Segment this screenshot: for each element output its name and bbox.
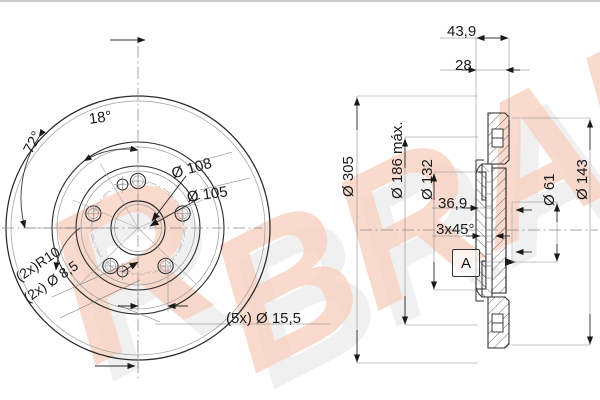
angle-18: 18° [87, 107, 113, 128]
width-36-9: 36,9 [438, 195, 468, 212]
chamfer-3x45: 3x45° [436, 221, 475, 238]
dia-5x-15-5: (5x) Ø 15,5 [226, 310, 302, 327]
dia-132: Ø 132 [419, 159, 436, 200]
dia-61: Ø 61 [541, 173, 558, 206]
section-view-dimensions [353, 34, 594, 364]
front-view-geometry [2, 46, 271, 382]
front-view-dimensions [19, 36, 330, 370]
width-43-9: 43,9 [447, 23, 477, 40]
width-28: 28 [455, 57, 472, 74]
dia-305: Ø 305 [340, 156, 357, 197]
dia-186-max: Ø 186 máx. [389, 121, 406, 199]
datum-a: A [452, 249, 480, 277]
dia-143: Ø 143 [574, 159, 591, 200]
